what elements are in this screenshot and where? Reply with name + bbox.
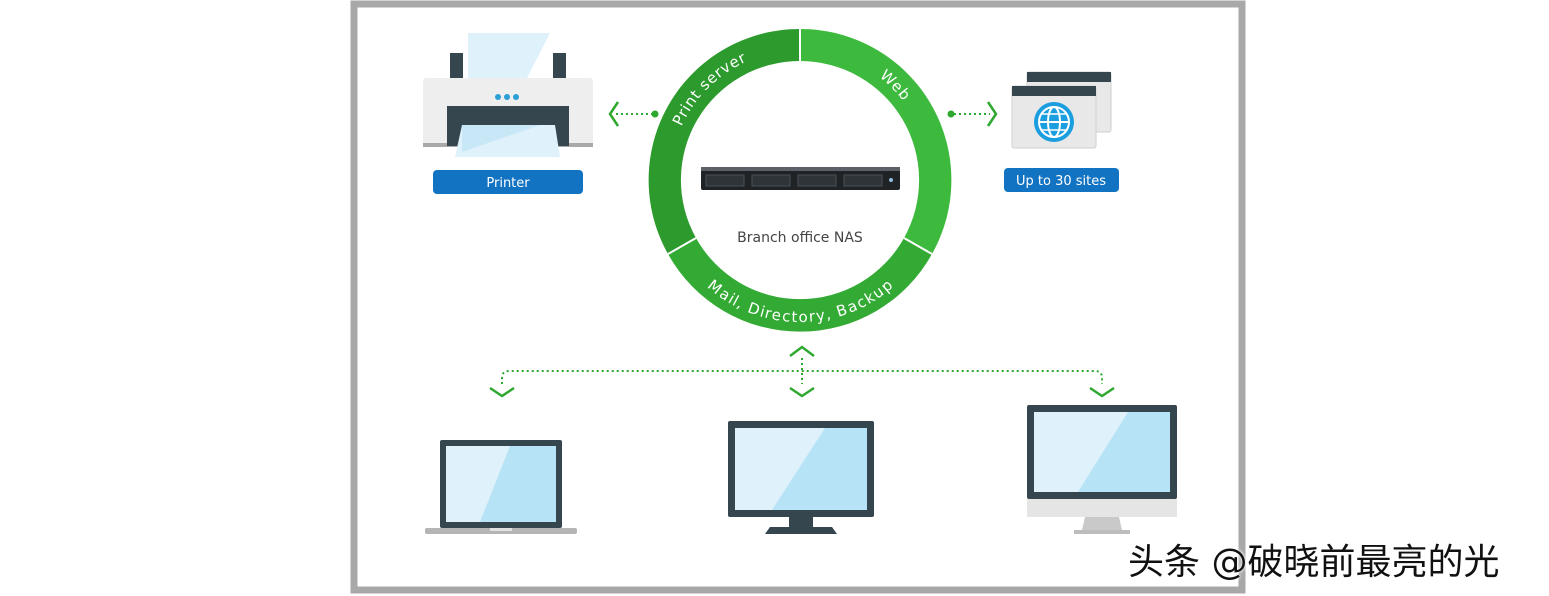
client-connectors	[489, 345, 1115, 398]
ring-segment-print	[648, 28, 800, 255]
nas-rack-icon	[701, 167, 900, 190]
printer-label: Printer	[486, 176, 530, 191]
globe-icon	[1034, 102, 1074, 142]
ring-segment-mail	[668, 238, 932, 332]
laptop-icon	[425, 440, 577, 534]
ring-segment-web	[800, 28, 952, 255]
web-connector	[947, 101, 998, 127]
watermark: 头条 @破晓前最亮的光	[1128, 542, 1500, 583]
printer-label-badge	[433, 170, 583, 194]
printer-icon	[423, 33, 593, 157]
printer-connector	[608, 101, 659, 127]
web-label-badge	[1004, 168, 1119, 192]
web-label: Up to 30 sites	[1016, 174, 1106, 189]
center-label: Branch office NAS	[737, 230, 863, 246]
monitor-icon	[728, 421, 874, 534]
desktop-icon	[1027, 405, 1177, 534]
